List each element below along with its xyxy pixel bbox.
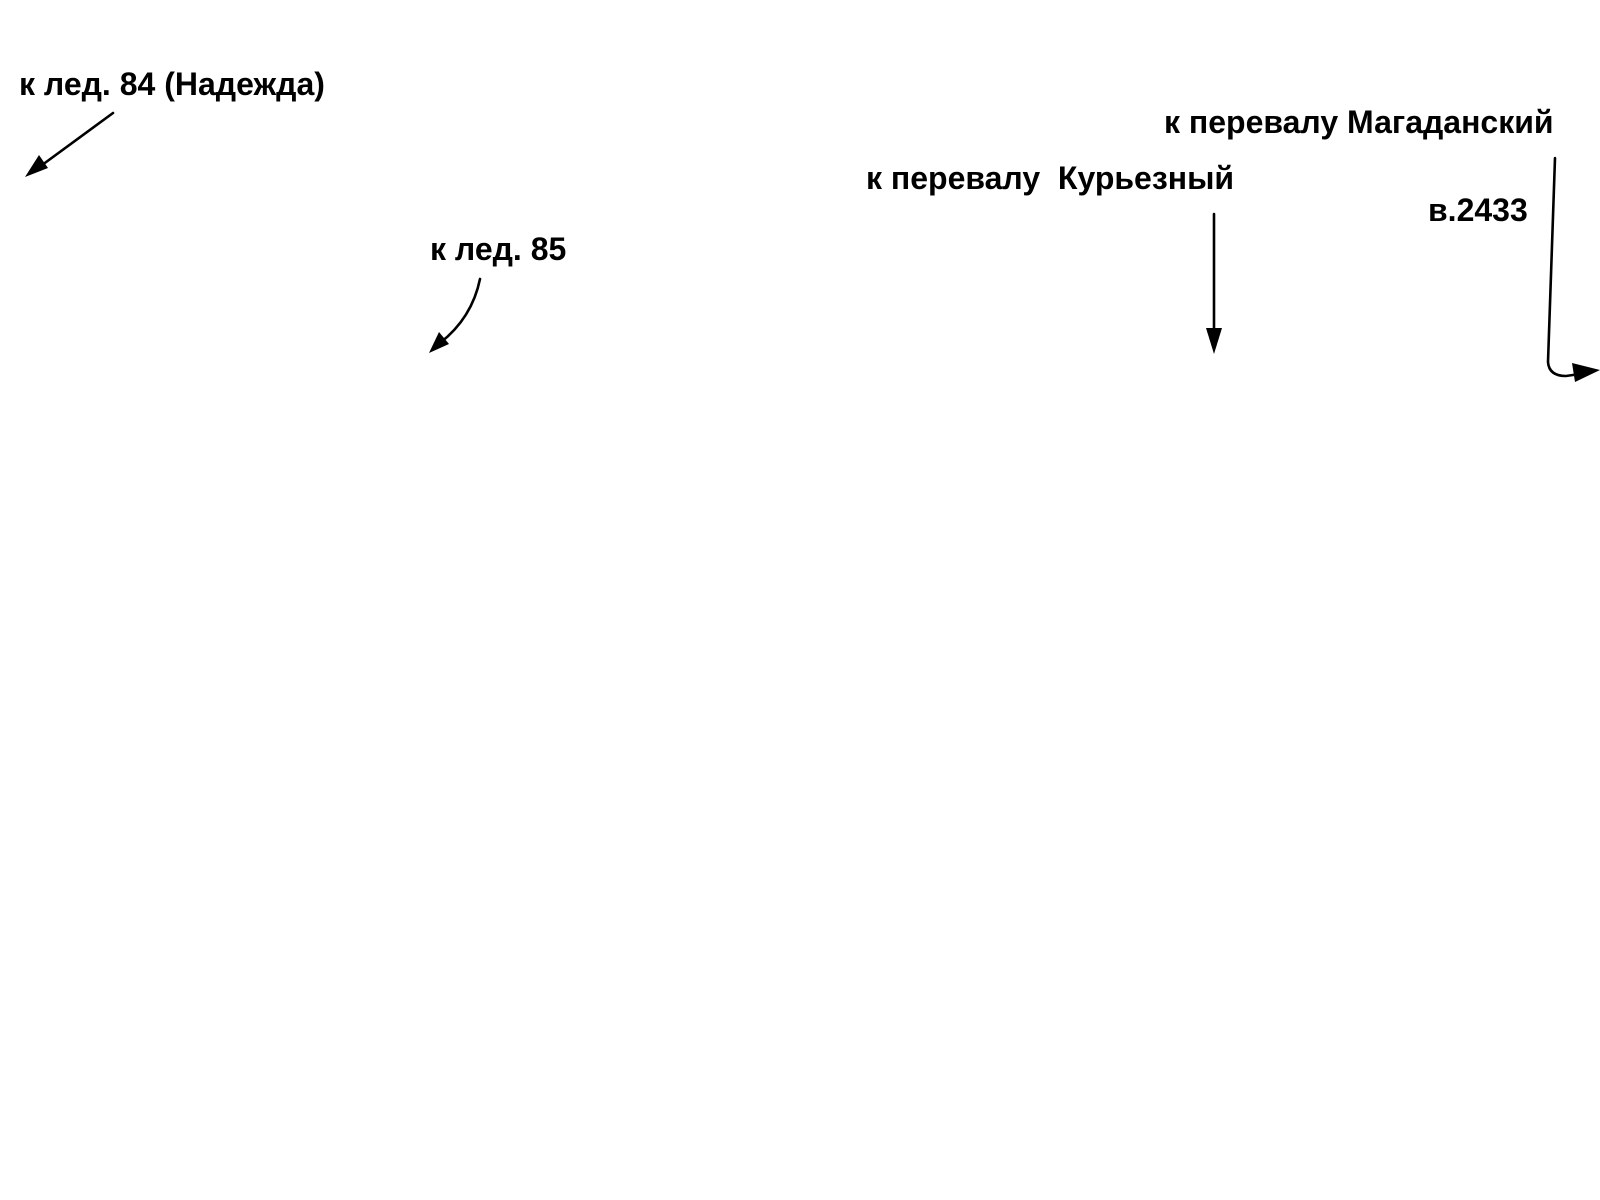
- label-glacier-85: к лед. 85: [430, 231, 567, 267]
- label-glacier-84: к лед. 84 (Надежда): [19, 66, 325, 102]
- arrow-pass-kuryezny-icon: [1206, 212, 1222, 354]
- arrow-pass-magadansky-icon: [1546, 156, 1600, 382]
- label-height-2433: в.2433: [1428, 192, 1528, 228]
- label-pass-kuryezny: к перевалу Курьезный: [866, 160, 1235, 196]
- label-pass-magadansky: к перевалу Магаданский: [1164, 104, 1554, 140]
- arrow-glacier-84-icon: [25, 111, 115, 177]
- arrow-glacier-85-icon: [429, 277, 482, 353]
